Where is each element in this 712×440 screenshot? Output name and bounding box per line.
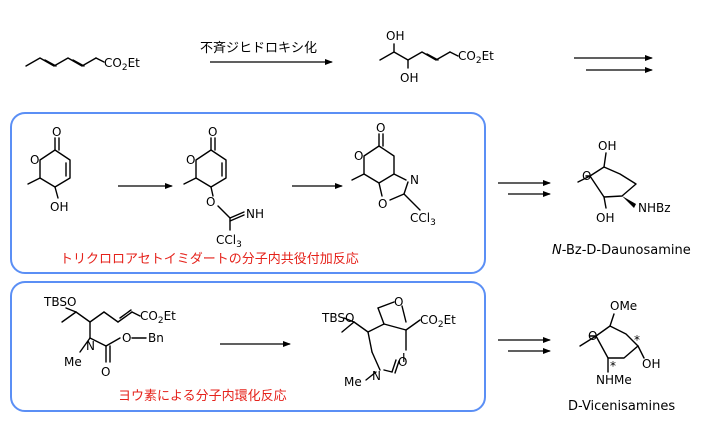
vicenisamine: OMe O OH NHMe * * xyxy=(579,299,660,387)
imidate-carbonyl-o: O xyxy=(208,125,217,139)
stereo-star-2: * xyxy=(610,359,616,373)
daunosamine-ring-o: O xyxy=(582,169,591,183)
reagent-label: 不斉ジヒドロキシ化 xyxy=(200,40,317,56)
arrow-multistep-top xyxy=(574,55,653,73)
trichloroacetimidate: O O O NH CCl3 xyxy=(183,125,264,250)
daunosamine-nhbz: NHBz xyxy=(638,201,671,215)
daunosamine-oh: OH xyxy=(596,211,614,225)
iodocyclization-product: TBSO O CO2Et I N Me O xyxy=(321,295,456,389)
product-iodide: I xyxy=(402,351,406,365)
imidate-link-o: O xyxy=(206,195,215,209)
oh-bottom: OH xyxy=(400,71,418,85)
vicenisamine-ome: OMe xyxy=(610,299,637,313)
product-tbso: TBSO xyxy=(321,311,354,325)
box2-title: ヨウ素による分子内環化反応 xyxy=(118,388,287,404)
product-me: Me xyxy=(344,375,362,389)
carbamate-substrate: TBSO CO2Et N Me O O Bn xyxy=(43,295,176,379)
lactone-oh: OH xyxy=(50,200,68,214)
oxazoline-o: O xyxy=(378,197,387,211)
oh-top: OH xyxy=(386,29,404,43)
box-imidate-route xyxy=(10,112,486,274)
product-bridge-o: O xyxy=(394,295,403,309)
vicenisamine-nhme: NHMe xyxy=(596,373,632,387)
oxazoline-ccl3: CCl3 xyxy=(410,211,436,228)
substrate-bn: Bn xyxy=(148,331,164,345)
box1-title: トリクロロアセトイミダートの分子内共役付加反応 xyxy=(60,251,359,267)
oxazoline-carbonyl-o: O xyxy=(376,121,385,135)
oxazoline-lactone: O O O N CCl3 xyxy=(351,121,436,228)
daunosamine-anomeric-oh: OH xyxy=(598,139,616,153)
imidate-ring-o: O xyxy=(186,153,195,167)
vicenisamine-ring-o: O xyxy=(588,329,597,343)
imidate-nh: NH xyxy=(246,207,264,221)
oxazoline-n: N xyxy=(410,173,419,187)
stereo-star-1: * xyxy=(634,333,640,347)
substrate-me: Me xyxy=(64,355,82,369)
daunosamine-name: N-Bz-D-Daunosamine xyxy=(552,243,691,258)
oxazoline-ring-o: O xyxy=(354,149,363,163)
substrate-ester: CO2Et xyxy=(140,309,176,326)
n-bz-daunosamine: OH O OH NHBz xyxy=(577,139,671,225)
vicenisamine-name: D-Vicenisamines xyxy=(568,399,675,414)
imidate-ccl3: CCl3 xyxy=(216,233,242,250)
vicenisamine-oh: OH xyxy=(642,357,660,371)
hydroxy-lactone: O O OH xyxy=(27,125,71,214)
start-material-dienoate: CO2Et xyxy=(25,56,140,73)
product-ester: CO2Et xyxy=(420,313,456,330)
arrow-to-vicenisamine xyxy=(498,337,551,354)
product-carbonyl-o: O xyxy=(398,355,407,369)
ester-label: CO2Et xyxy=(104,56,140,73)
lactone-ring-o: O xyxy=(30,153,39,167)
arrow-to-daunosamine xyxy=(498,180,551,197)
product-n: N xyxy=(372,369,381,383)
substrate-link-o: O xyxy=(122,331,131,345)
diol-ester-label: CO2Et xyxy=(458,49,494,66)
diol-ester: OH OH CO2Et xyxy=(379,29,494,85)
lactone-carbonyl-o: O xyxy=(52,125,61,139)
arrow-dihydroxylation: 不斉ジヒドロキシ化 xyxy=(200,40,333,65)
substrate-tbso: TBSO xyxy=(43,295,76,309)
substrate-carbonyl-o: O xyxy=(101,365,110,379)
substrate-n: N xyxy=(86,339,95,353)
